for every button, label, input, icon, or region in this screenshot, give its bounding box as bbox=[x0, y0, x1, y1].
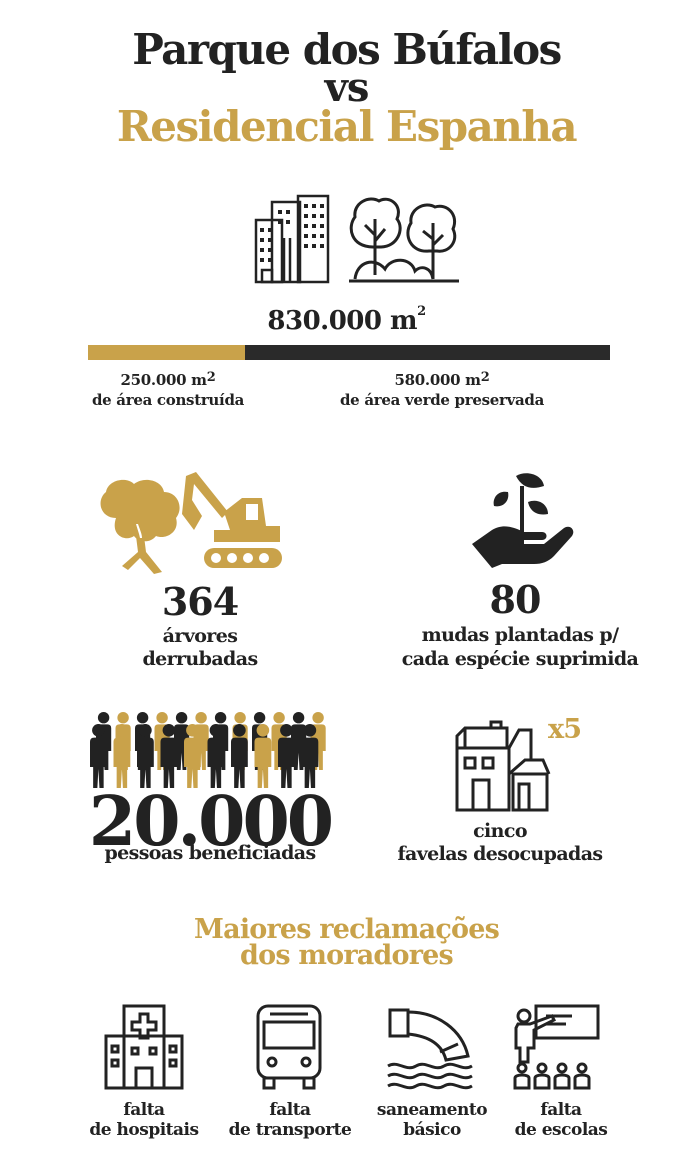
felled-tree-icon bbox=[100, 479, 180, 574]
total-area-unit-sup: 2 bbox=[417, 304, 426, 319]
seedlings-number: 80 bbox=[489, 577, 542, 622]
person-silhouette bbox=[90, 724, 107, 789]
complaint-schools-line-2: de escolas bbox=[514, 1120, 608, 1140]
built-area-caption: 250.000 m2 de área construída bbox=[78, 370, 258, 410]
seedlings-label-2: cada espécie suprimida bbox=[401, 648, 639, 670]
seedlings-label-1: mudas plantadas p/ bbox=[421, 624, 619, 646]
title-line-1: Parque dos Búfalos bbox=[132, 25, 562, 74]
crowd-icon bbox=[90, 712, 326, 789]
hospital-icon bbox=[104, 1004, 184, 1090]
people-benefited-label: pessoas beneficiadas bbox=[104, 842, 316, 864]
person-silhouette bbox=[184, 724, 201, 789]
favelas-label-1: cinco bbox=[473, 820, 527, 842]
complaint-hospitals-line-2: de hospitais bbox=[89, 1120, 199, 1140]
complaint-hospitals: falta de hospitais bbox=[74, 1100, 214, 1140]
complaint-sanitation: saneamento básico bbox=[362, 1100, 502, 1140]
complaint-hospitals-line-1: falta bbox=[123, 1100, 165, 1120]
classroom-icon bbox=[513, 1004, 600, 1090]
person-silhouette bbox=[254, 724, 272, 789]
green-area-value: 580.000 m2 bbox=[394, 370, 490, 389]
green-area-label: de área verde preservada bbox=[339, 391, 545, 409]
complaint-sanitation-line-2: básico bbox=[403, 1120, 461, 1140]
built-area-label: de área construída bbox=[91, 391, 245, 409]
sewage-pipe-icon bbox=[387, 1008, 473, 1090]
person-silhouette bbox=[231, 724, 248, 789]
bus-icon bbox=[256, 1004, 322, 1090]
favelas-label-2: favelas desocupadas bbox=[397, 843, 603, 865]
complaint-sanitation-line-1: saneamento bbox=[376, 1100, 488, 1120]
complaint-schools: falta de escolas bbox=[496, 1100, 626, 1140]
trees-icon bbox=[349, 197, 459, 283]
built-area-bar-segment bbox=[88, 345, 246, 360]
title-line-3: Residencial Espanha bbox=[116, 102, 578, 151]
trees-felled-label-1: árvores bbox=[162, 625, 238, 647]
person-silhouette bbox=[160, 724, 178, 789]
people-benefited-number: 20.000 bbox=[88, 782, 334, 862]
complaint-schools-line-1: falta bbox=[540, 1100, 582, 1120]
hand-plant-icon bbox=[472, 473, 574, 568]
person-silhouette bbox=[113, 724, 131, 789]
complaints-heading-2: dos moradores bbox=[240, 940, 454, 971]
person-silhouette bbox=[278, 724, 295, 789]
title-versus: vs bbox=[324, 64, 370, 111]
trees-felled-number: 364 bbox=[161, 579, 239, 624]
total-area: 830.000 m2 bbox=[0, 304, 693, 336]
built-area-value: 250.000 m2 bbox=[120, 370, 216, 389]
total-area-value: 830.000 m bbox=[267, 306, 418, 336]
green-area-caption: 580.000 m2 de área verde preservada bbox=[312, 370, 572, 410]
favela-houses-icon bbox=[455, 720, 551, 812]
complaint-transport-line-1: falta bbox=[269, 1100, 311, 1120]
complaint-transport: falta de transporte bbox=[218, 1100, 362, 1140]
favelas-multiplier: x5 bbox=[548, 714, 582, 745]
person-silhouette bbox=[137, 724, 154, 789]
excavator-icon bbox=[182, 472, 282, 568]
person-silhouette bbox=[301, 724, 319, 789]
complaints-heading-1: Maiores reclamações bbox=[194, 914, 500, 945]
trees-felled-label-2: derrubadas bbox=[142, 648, 258, 670]
complaint-transport-line-2: de transporte bbox=[228, 1120, 352, 1140]
person-silhouette bbox=[207, 724, 225, 789]
area-bar bbox=[88, 345, 610, 360]
buildings-icon bbox=[254, 194, 330, 284]
